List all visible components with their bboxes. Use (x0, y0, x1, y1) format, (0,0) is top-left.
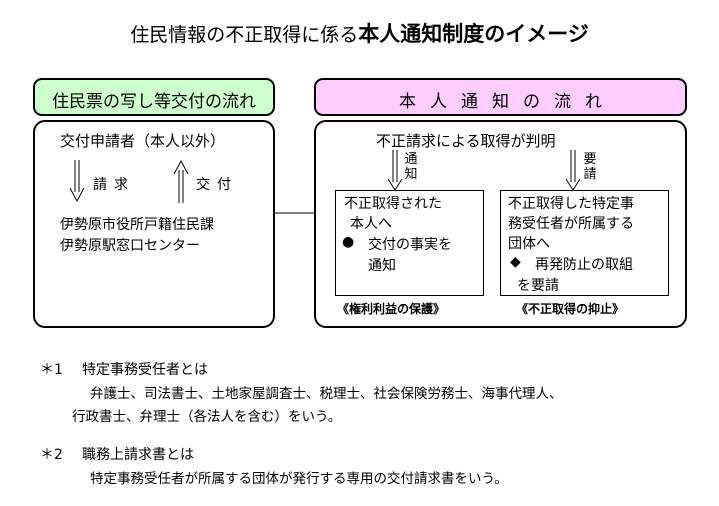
require-arrow-icon (565, 150, 581, 191)
request-label: 請求 (93, 177, 135, 193)
box2-line1: 不正取得した特定事 (508, 196, 634, 212)
note1-line2: 行政書士、弁理士（各法人を含む）をいう。 (72, 409, 342, 425)
discovery-label: 不正請求による取得が判明 (376, 132, 556, 150)
left-flow-panel (33, 120, 275, 328)
note1-title: 特定事務受任者とは (82, 362, 208, 378)
issue-arrow-icon (173, 159, 189, 203)
require-label: 要請 (583, 152, 597, 182)
note2-title: 職務上請求書とは (82, 447, 194, 463)
diagram-title: 住民情報の不正取得に係る本人通知制度のイメージ (0, 18, 719, 48)
note2-mark: ＊2 (40, 447, 63, 463)
bullet-circle-icon: ● (342, 234, 355, 250)
requester-label: 交付申請者（本人以外） (60, 132, 226, 150)
title-prefix: 住民情報の不正取得に係る (130, 24, 359, 46)
right-flow-header: 本人通知の流れ (314, 78, 687, 116)
office-line-2: 伊勢原駅窓口センター (60, 238, 200, 254)
box1-line1: 不正取得された (344, 196, 442, 212)
request-arrow-icon (69, 160, 85, 203)
right-flow-header-label: 本人通知の流れ (399, 92, 616, 112)
left-flow-header-label: 住民票の写し等交付の流れ (52, 92, 256, 112)
box2-caption: 《不正取得の抑止》 (516, 302, 625, 316)
box1-line4: 通知 (368, 258, 396, 274)
note1-mark: ＊1 (40, 362, 63, 378)
note1-line1: 弁護士、司法書士、土地家屋調査士、税理士、社会保険労務士、海事代理人、 (90, 386, 563, 402)
title-emphasis: 本人通知制度のイメージ (358, 22, 589, 46)
notify-label: 通知 (404, 152, 418, 182)
notify-target-box: 不正取得された 本人へ ● 交付の事実を 通知 (335, 190, 484, 296)
box2-line4: 再発防止の取組 (535, 257, 633, 273)
notify-arrow-icon (387, 150, 403, 191)
bullet-diamond-icon: ◆ (510, 254, 521, 270)
box1-line2: 本人へ (350, 216, 392, 232)
note2-line1: 特定事務受任者が所属する団体が発行する専用の交付請求書をいう。 (90, 471, 508, 487)
left-flow-header: 住民票の写し等交付の流れ (33, 78, 275, 116)
box2-line5: を要請 (517, 278, 559, 294)
office-line-1: 伊勢原市役所戸籍住民課 (60, 217, 214, 233)
issue-label: 交付 (196, 177, 238, 193)
box2-line2: 務受任者が所属する (508, 216, 634, 232)
box2-line3: 団体へ (508, 236, 550, 252)
box1-line3: 交付の事実を (368, 237, 452, 253)
box1-caption: 《権利利益の保護》 (337, 302, 446, 316)
request-target-box: 不正取得した特定事 務受任者が所属する 団体へ ◆ 再発防止の取組 を要請 (500, 190, 669, 296)
